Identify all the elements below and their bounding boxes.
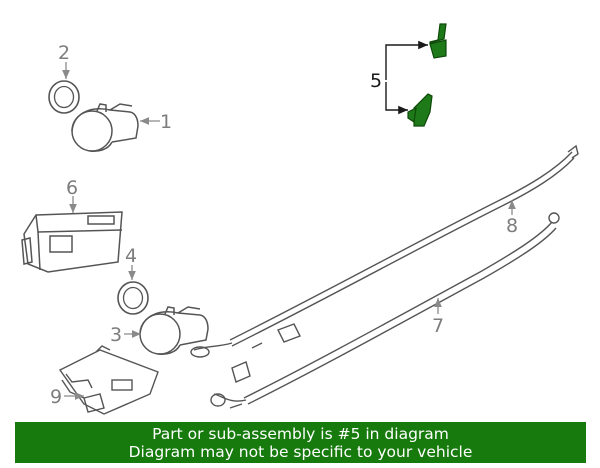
part-1-parking-sensor[interactable] (71, 103, 139, 152)
part-4-sensor-ring[interactable] (117, 281, 149, 315)
callout-8: 8 (506, 215, 518, 237)
part-5-bracket-lower[interactable] (407, 93, 433, 127)
leader-5 (385, 40, 428, 115)
callout-5: 5 (370, 70, 382, 92)
part-2-sensor-ring[interactable] (48, 80, 80, 114)
part-9-bracket[interactable] (58, 345, 159, 415)
callout-9: 9 (50, 386, 62, 408)
part-8-wiring-harness[interactable] (190, 144, 579, 358)
part-5-bracket-upper[interactable] (429, 23, 447, 59)
part-6-control-module[interactable] (21, 211, 123, 273)
part-7-wiring-harness[interactable] (210, 212, 560, 409)
banner-line-1: Part or sub-assembly is #5 in diagram (152, 425, 449, 443)
callout-4: 4 (125, 245, 137, 267)
callout-3: 3 (110, 324, 122, 346)
callout-6: 6 (66, 177, 78, 199)
info-banner: Part or sub-assembly is #5 in diagram Di… (15, 422, 586, 463)
banner-line-2: Diagram may not be specific to your vehi… (128, 443, 473, 461)
callout-1: 1 (160, 111, 172, 133)
callout-7: 7 (432, 315, 444, 337)
callout-2: 2 (58, 42, 70, 64)
